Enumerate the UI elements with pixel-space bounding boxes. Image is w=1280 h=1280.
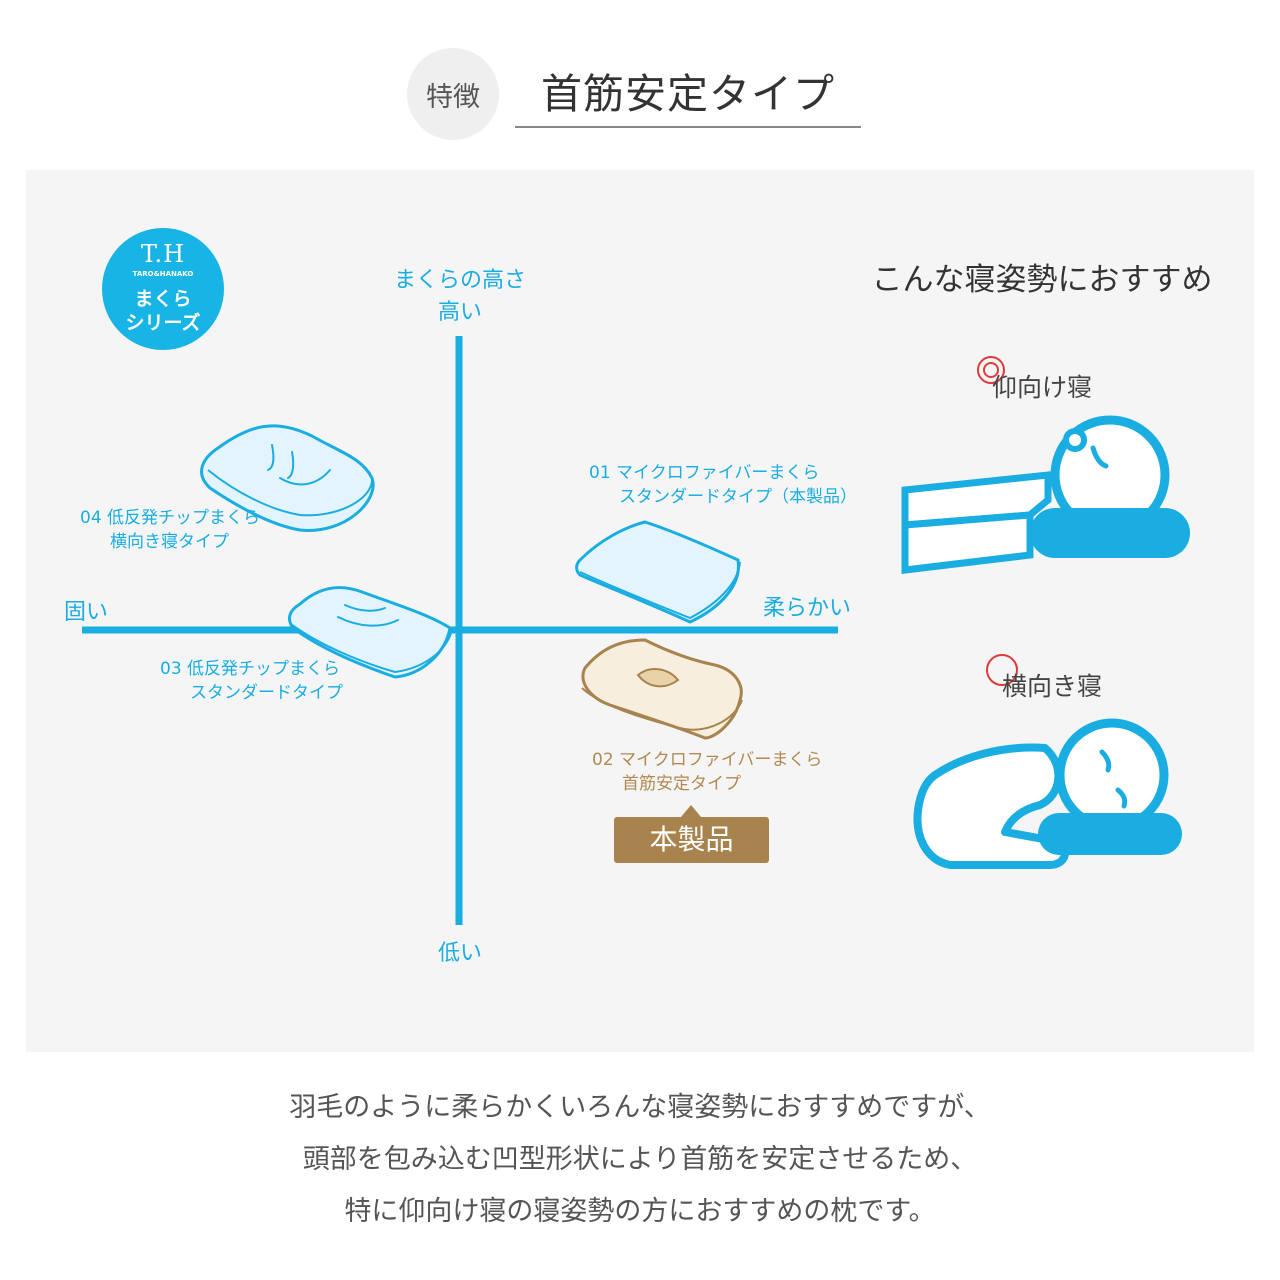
axis-label-firm: 固い — [63, 600, 108, 625]
pillow-02-icon — [581, 638, 743, 740]
recommend-title: こんな寝姿勢におすすめ — [871, 262, 1213, 298]
feature-badge: 特徴 — [407, 48, 499, 140]
axis-label-soft: 柔らかい — [762, 596, 851, 621]
product-03-label: 03 低反発チップまくら スタンダードタイプ — [160, 657, 343, 705]
description-line-1: 羽毛のように柔らかくいろんな寝姿勢におすすめですが、 — [289, 1092, 991, 1123]
product-02-line2: 首筋安定タイプ — [622, 774, 741, 794]
back-sleep-label: 仰向け寝 — [992, 373, 1093, 402]
back-sleep-icon — [901, 415, 1190, 574]
series-label-line2: シリーズ — [125, 312, 201, 334]
product-01-line1: 01 マイクロファイバーまくら — [589, 463, 820, 483]
product-04-line1: 04 低反発チップまくら — [80, 508, 261, 528]
axis-label-low: 低い — [437, 941, 482, 966]
product-03-line2: スタンダードタイプ — [190, 683, 343, 703]
side-sleep-icon — [913, 718, 1182, 869]
page-title: 首筋安定タイプ — [515, 62, 861, 128]
recommend-double-mark-outer — [977, 356, 1005, 384]
product-badge-pointer — [681, 805, 701, 817]
axis-title-height: まくらの高さ — [393, 268, 526, 293]
description-line-2: 頭部を包み込む凹型形状により首筋を安定させるため、 — [302, 1144, 978, 1175]
product-01-label: 01 マイクロファイバーまくら スタンダードタイプ（本製品） — [589, 461, 857, 509]
product-04-label: 04 低反発チップまくら 横向き寝タイプ — [80, 506, 260, 554]
product-01-line2: スタンダードタイプ（本製品） — [619, 487, 857, 507]
product-03-line1: 03 低反発チップまくら — [160, 659, 341, 679]
product-02-label: 02 マイクロファイバーまくら 首筋安定タイプ — [592, 748, 822, 796]
side-sleep-label: 横向き寝 — [1002, 672, 1103, 701]
chart-panel — [26, 170, 1254, 1052]
brand-name: TARO&HANAKO — [132, 270, 194, 278]
feature-label: 特徴 — [426, 81, 480, 113]
product-04-line2: 横向き寝タイプ — [110, 532, 229, 552]
pillow-03-icon — [288, 586, 453, 679]
pillow-01-icon — [575, 520, 741, 624]
description: 羽毛のように柔らかくいろんな寝姿勢におすすめですが、 頭部を包み込む凹型形状によ… — [0, 1082, 1280, 1238]
pillow-04-icon — [200, 424, 375, 532]
series-label-line1: まくら — [134, 288, 192, 310]
this-product-badge: 本製品 — [614, 817, 769, 863]
series-badge: T.H TARO&HANAKO まくら シリーズ — [102, 228, 224, 350]
brand-logo: T.H — [140, 240, 186, 268]
axis-label-high: 高い — [437, 300, 482, 325]
product-02-line1: 02 マイクロファイバーまくら — [592, 750, 823, 770]
description-line-3: 特に仰向け寝の寝姿勢の方におすすめの枕です。 — [344, 1196, 936, 1227]
recommend-single-mark — [986, 654, 1018, 686]
recommend-double-mark-inner — [983, 362, 999, 378]
